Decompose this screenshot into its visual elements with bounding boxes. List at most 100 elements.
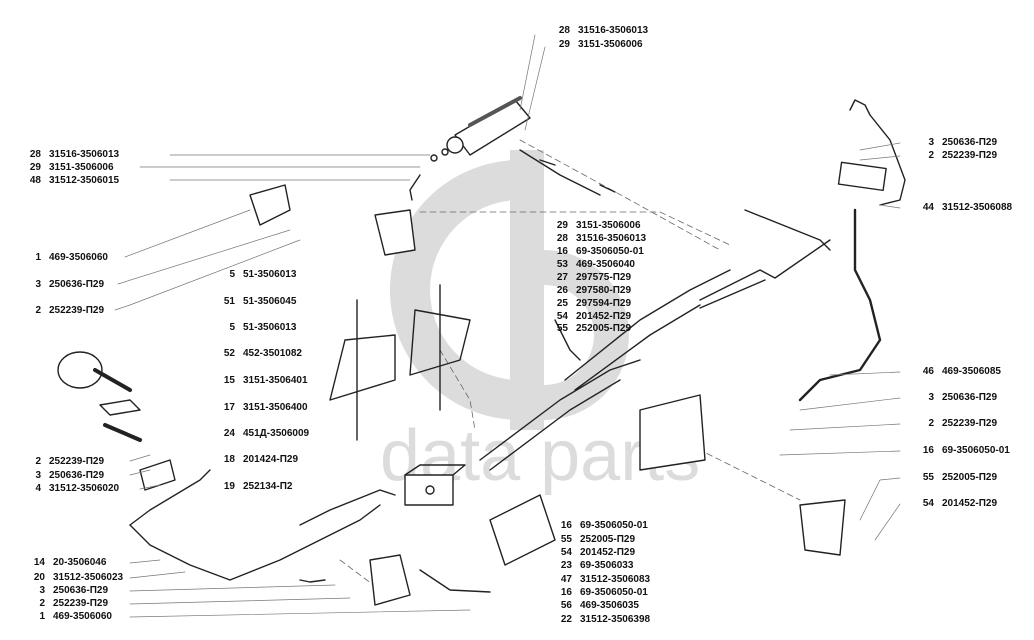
part-label: 3 250636-П29 <box>918 392 997 404</box>
label-part-number: 252005-П29 <box>580 534 636 545</box>
label-number: 27 <box>556 272 568 283</box>
label-part-number: 51-3506013 <box>243 269 297 280</box>
part-label: 28 31516-3506013 <box>552 233 646 245</box>
label-part-number: 69-3506033 <box>580 560 634 571</box>
label-part-number: 69-3506050-01 <box>942 445 1010 456</box>
label-part-number: 469-3506040 <box>576 259 635 270</box>
part-label: 53 469-3506040 <box>552 259 635 271</box>
distribution-block <box>404 464 466 506</box>
label-number: 16 <box>556 246 568 257</box>
part-label: 47 31512-3506083 <box>556 574 650 586</box>
label-part-number: 469-3506085 <box>942 366 1001 377</box>
label-number: 20 <box>33 572 45 583</box>
label-number: 47 <box>560 574 572 585</box>
label-number: 56 <box>560 600 572 611</box>
label-part-number: 201452-П29 <box>580 547 636 558</box>
label-number: 55 <box>556 323 568 334</box>
left-fitting <box>57 351 176 491</box>
label-number: 48 <box>29 175 41 186</box>
label-part-number: 31512-3506083 <box>580 574 651 585</box>
label-number: 53 <box>556 259 568 270</box>
label-part-number: 250636-П29 <box>942 392 998 403</box>
label-number: 29 <box>29 162 41 173</box>
label-part-number: 31516-3506013 <box>578 25 649 36</box>
label-number: 24 <box>223 428 235 439</box>
label-number: 52 <box>223 348 235 359</box>
label-part-number: 3151-3506006 <box>49 162 114 173</box>
label-number: 51 <box>223 296 235 307</box>
label-part-number: 3151-3506401 <box>243 375 308 386</box>
part-label: 27 297575-П29 <box>552 272 631 284</box>
label-part-number: 31516-3506013 <box>576 233 647 244</box>
master-cylinder <box>430 96 531 162</box>
label-number: 2 <box>39 598 45 609</box>
label-number: 2 <box>928 418 934 429</box>
label-number: 16 <box>560 520 572 531</box>
label-number: 16 <box>922 445 934 456</box>
label-part-number: 69-3506050-01 <box>580 520 648 531</box>
label-number: 25 <box>556 298 568 309</box>
part-label: 55 252005-П29 <box>556 534 635 546</box>
part-label: 20 31512-3506023 <box>29 572 123 584</box>
label-number: 26 <box>556 285 568 296</box>
label-number: 19 <box>223 481 235 492</box>
label-part-number: 252239-П29 <box>942 418 998 429</box>
label-part-number: 31512-3506023 <box>53 572 124 583</box>
label-part-number: 250636-П29 <box>942 137 998 148</box>
label-number: 54 <box>556 311 568 322</box>
label-part-number: 250636-П29 <box>49 470 105 481</box>
label-part-number: 252239-П29 <box>942 150 998 161</box>
label-number: 55 <box>560 534 572 545</box>
label-number: 28 <box>556 233 568 244</box>
triangle-pipes <box>329 284 471 441</box>
label-part-number: 452-3501082 <box>243 348 302 359</box>
label-part-number: 31516-3506013 <box>49 149 120 160</box>
brake-pipes <box>129 149 831 593</box>
label-part-number: 297575-П29 <box>576 272 632 283</box>
label-number: 46 <box>922 366 934 377</box>
label-part-number: 31512-3506088 <box>942 202 1013 213</box>
label-part-number: 69-3506050-01 <box>576 246 644 257</box>
label-part-number: 469-3506060 <box>53 611 112 622</box>
label-number: 4 <box>35 483 41 494</box>
label-number: 2 <box>35 305 41 316</box>
label-number: 22 <box>560 614 572 625</box>
label-part-number: 201452-П29 <box>576 311 632 322</box>
label-number: 54 <box>922 498 934 509</box>
label-number: 16 <box>560 587 572 598</box>
part-label: 46 469-3506085 <box>918 366 1001 378</box>
label-part-number: 451Д-3506009 <box>243 428 310 439</box>
label-part-number: 252239-П29 <box>53 598 109 609</box>
part-label: 29 3151-3506006 <box>25 162 114 174</box>
label-number: 23 <box>560 560 572 571</box>
label-number: 3 <box>928 392 934 403</box>
label-part-number: 31512-3506020 <box>49 483 120 494</box>
label-part-number: 31512-3506015 <box>49 175 120 186</box>
label-number: 55 <box>922 472 934 483</box>
part-label: 16 69-3506050-01 <box>556 520 648 532</box>
label-number: 14 <box>33 557 45 568</box>
part-label: 4 31512-3506020 <box>25 483 119 495</box>
part-label: 48 31512-3506015 <box>25 175 119 187</box>
label-part-number: 3151-3506006 <box>578 39 643 50</box>
label-part-number: 3151-3506400 <box>243 402 308 413</box>
flexible-hose <box>798 99 906 402</box>
